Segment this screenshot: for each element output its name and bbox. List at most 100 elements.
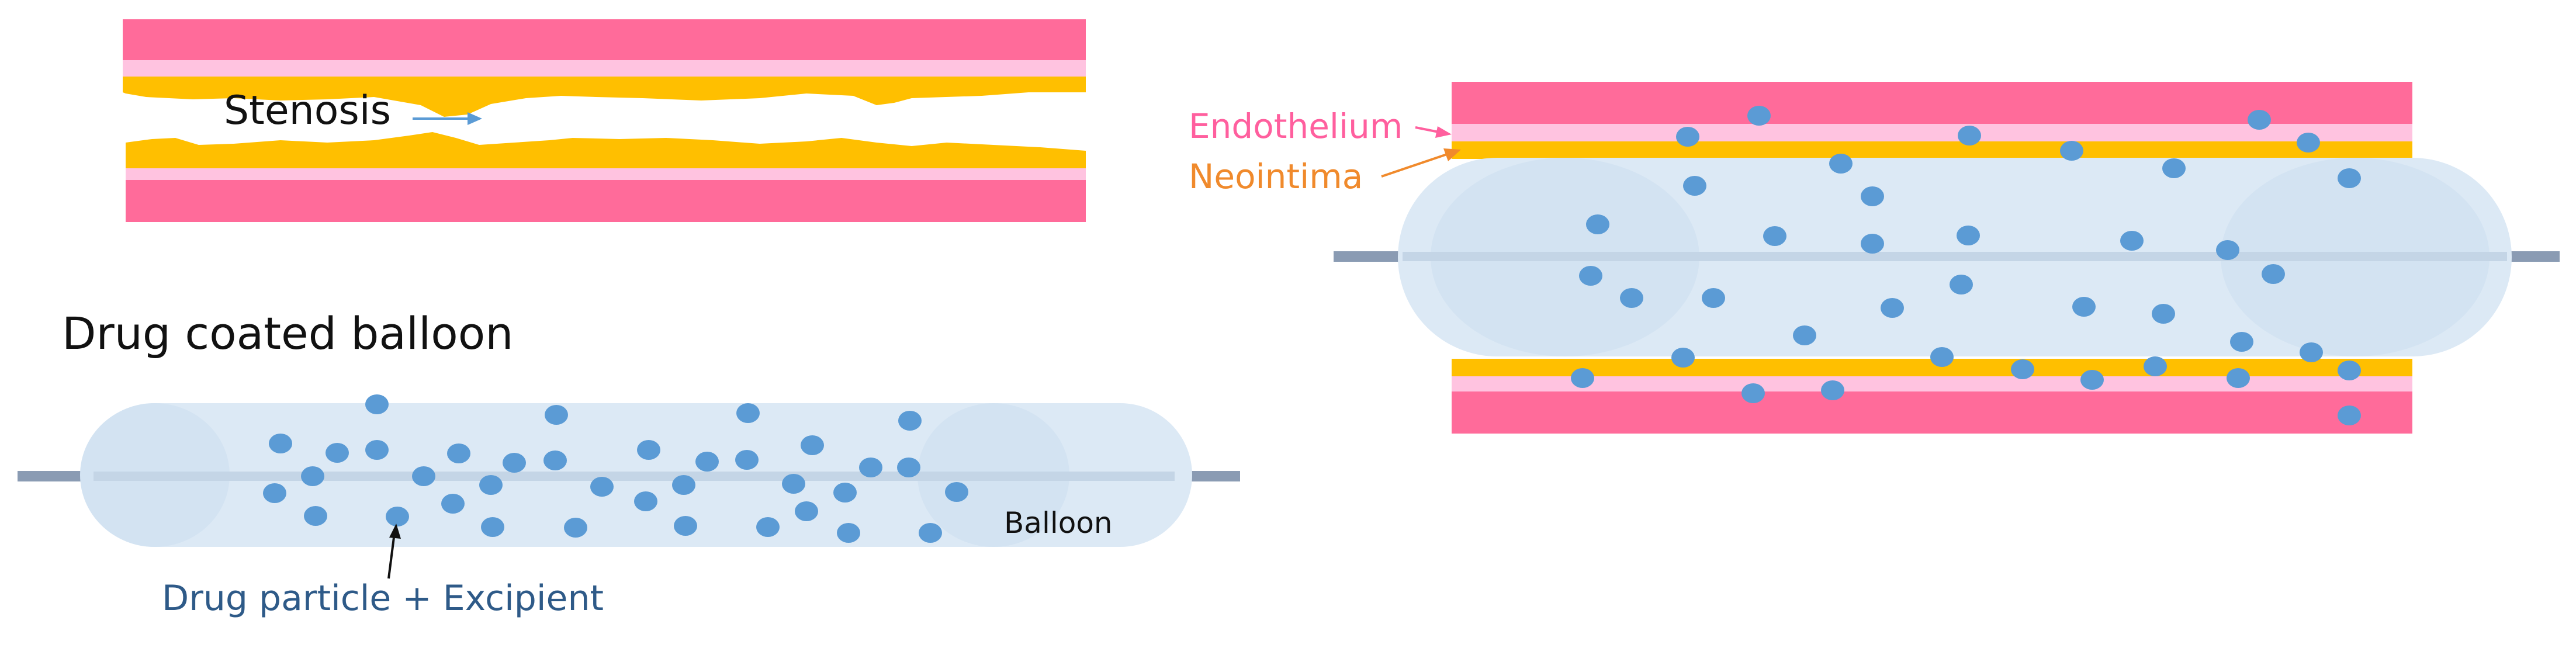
- drug-particle: [1793, 325, 1816, 345]
- catheter-inner-2: [1403, 252, 2507, 261]
- balloon-label: Balloon: [1004, 506, 1113, 540]
- neointima-label: Neointima: [1189, 157, 1363, 196]
- drug-particle: [897, 458, 920, 477]
- catheter-right-2: [2501, 251, 2560, 262]
- catheter-inner: [94, 472, 1175, 481]
- drug-particle: [1763, 226, 1786, 246]
- vessel-drug-particles: [1571, 106, 2361, 425]
- endothelium-lower: [1452, 376, 2412, 391]
- drug-particle: [564, 518, 587, 538]
- vessel-wall-lower: [1452, 391, 2412, 434]
- drug-particle: [447, 443, 470, 463]
- drug-particle: [2080, 370, 2104, 390]
- drug-particle: [269, 434, 292, 453]
- drug-particle: [263, 483, 286, 503]
- drug-particle: [1586, 214, 1609, 234]
- neointima-arrow-line: [1381, 153, 1448, 178]
- drug-particle: [1571, 368, 1594, 388]
- drug-particle: [672, 475, 695, 495]
- drug-particle: [365, 440, 389, 460]
- drug-particle: [2011, 359, 2034, 379]
- drug-particle: [898, 411, 922, 431]
- catheter-left: [18, 471, 94, 481]
- drug-particle: [2338, 406, 2361, 425]
- drug-particle: [503, 453, 526, 473]
- drug-particle-arrow-line: [387, 532, 396, 579]
- drug-particle: [1829, 154, 1853, 174]
- drug-particle: [1821, 380, 1844, 400]
- endothelium-bottom: [126, 168, 1086, 180]
- drug-particle: [2300, 342, 2323, 362]
- drug-particle: [2338, 168, 2361, 188]
- drug-particle: [365, 394, 389, 414]
- endothelium-arrow-head: [1435, 126, 1452, 138]
- drug-particle: [1702, 288, 1725, 308]
- neointima-arrow-head: [1443, 148, 1461, 161]
- drug-particle: [543, 451, 567, 470]
- drug-particle: [2338, 361, 2361, 380]
- drug-particle: [1957, 226, 1980, 245]
- drug-particle: [2297, 133, 2320, 153]
- drug-particle: [545, 405, 568, 425]
- drug-particle: [674, 516, 697, 536]
- drug-particle: [1861, 234, 1884, 254]
- drug-particle: [2262, 264, 2285, 284]
- drug-particle: [2230, 332, 2253, 352]
- drug-particle: [756, 517, 780, 537]
- drug-particle: [801, 435, 824, 455]
- drug-particle: [736, 403, 760, 423]
- drug-particle: [1930, 347, 1954, 367]
- drug-particle: [2248, 110, 2271, 130]
- drug-particle: [637, 440, 660, 460]
- drug-particle: [412, 466, 435, 486]
- drug-coated-balloon-panel: Drug coated balloon Balloon Drug particl…: [18, 307, 1240, 619]
- drug-particle: [1620, 288, 1643, 308]
- drug-particle: [782, 474, 805, 494]
- drug-particle: [2227, 368, 2250, 388]
- drug-particle: [1741, 383, 1765, 403]
- drug-particle: [1683, 176, 1706, 196]
- drug-particle: [481, 517, 504, 537]
- drug-particle: [386, 507, 409, 526]
- drug-particle: [304, 506, 327, 526]
- drug-particle: [1671, 348, 1695, 368]
- catheter-left-2: [1334, 251, 1410, 262]
- drug-particle: [2060, 141, 2083, 161]
- drug-particle: [1676, 127, 1699, 147]
- drug-particle: [634, 491, 657, 511]
- neointima-upper: [1452, 141, 2412, 159]
- drug-particle: [945, 482, 968, 502]
- stenosis-label: Stenosis: [224, 88, 391, 134]
- drug-particle: [837, 523, 860, 543]
- endothelium-label: Endothelium: [1189, 106, 1403, 146]
- endothelium-upper: [1452, 124, 2412, 141]
- dcb-drug-particles: [263, 394, 968, 543]
- drug-particle: [2120, 231, 2144, 251]
- drug-particle: [301, 466, 324, 486]
- drug-particle: [1950, 275, 1973, 294]
- drug-particle: [2072, 297, 2096, 317]
- drug-particle: [919, 523, 942, 543]
- stenosis-arrow-head: [468, 112, 482, 125]
- drug-particle: [1958, 126, 1981, 145]
- drug-particle: [795, 501, 818, 521]
- drug-particle: [1881, 298, 1904, 318]
- drug-particle-arrow-head: [389, 524, 401, 539]
- drug-particle: [1861, 186, 1884, 206]
- drug-particle: [2162, 158, 2186, 178]
- drug-particle: [1579, 266, 1602, 286]
- drug-particle: [833, 483, 857, 503]
- drug-particle: [326, 443, 349, 463]
- balloon-in-vessel-panel: Endothelium Neointima: [1189, 82, 2560, 434]
- vessel-wall-top: [123, 19, 1086, 60]
- drug-particle: [735, 450, 759, 470]
- stenosis-vessel-panel: Stenosis: [123, 19, 1086, 222]
- drug-particle: [590, 477, 614, 497]
- drug-particle: [2144, 356, 2167, 376]
- drug-particle: [859, 458, 882, 477]
- drug-particle: [441, 494, 465, 514]
- endothelium-arrow-line: [1415, 126, 1439, 133]
- drug-particle-label: Drug particle + Excipient: [162, 578, 604, 619]
